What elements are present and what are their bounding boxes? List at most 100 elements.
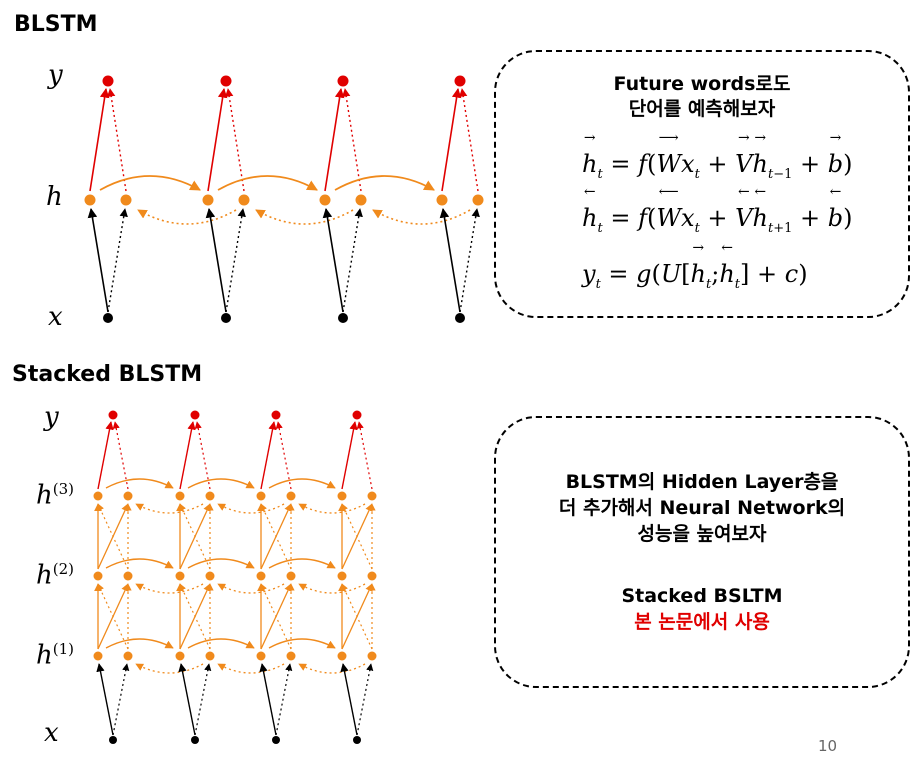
forward-hidden-node [337, 651, 347, 661]
output-node [454, 75, 466, 87]
stacked-label-h2: h(2) [36, 560, 74, 591]
backward-hidden-node [205, 651, 215, 661]
layer-arrow [341, 583, 373, 650]
forward-hidden-node [93, 651, 103, 661]
output-arrow-forward [97, 421, 114, 490]
backward-recurrent-arrow [298, 503, 366, 514]
forward-recurrent-arrow [187, 558, 255, 569]
backward-recurrent-arrow [217, 503, 285, 514]
backward-recurrent-arrow [137, 209, 237, 225]
input-node [455, 313, 465, 323]
input-arrow-backward [459, 208, 480, 313]
output-node [352, 410, 362, 420]
stacked-blstm-diagram [93, 410, 377, 744]
forward-hidden-node [175, 651, 185, 661]
input-arrow-forward [259, 663, 277, 736]
output-arrow-backward [194, 421, 211, 490]
forward-recurrent-arrow [217, 175, 318, 191]
stacked-label-y: y [44, 402, 59, 432]
box2-line4: Stacked BSLTM [621, 585, 783, 607]
output-arrow-backward [275, 421, 292, 490]
forward-recurrent-arrow [268, 478, 336, 489]
backward-hidden-node [123, 651, 133, 661]
backward-hidden-node [355, 194, 367, 206]
box1-line2: 단어를 예측해보자 [628, 98, 776, 120]
input-node [338, 313, 348, 323]
layer-arrow [341, 503, 373, 570]
output-node [108, 410, 118, 420]
stacked-label-h1: h(1) [36, 640, 74, 671]
output-arrow-forward [441, 88, 462, 192]
backward-hidden-node [120, 194, 132, 206]
backward-hidden-node [367, 651, 377, 661]
layer-arrow [179, 583, 211, 650]
page-number: 10 [818, 737, 838, 755]
output-node [102, 75, 114, 87]
output-arrow-forward [179, 421, 196, 490]
stacked-explanation-box: BLSTM의 Hidden Layer층을 더 추가해서 Neural Netw… [494, 416, 910, 688]
input-node [221, 313, 231, 323]
forward-recurrent-arrow [268, 558, 336, 569]
stacked-label-h3: h(3) [36, 480, 74, 511]
backward-recurrent-arrow [217, 583, 285, 594]
backward-recurrent-arrow [298, 583, 366, 594]
input-arrow-backward [342, 208, 363, 313]
forward-hidden-node [337, 491, 347, 501]
backward-recurrent-arrow [372, 209, 471, 225]
output-arrow-forward [324, 88, 345, 192]
forward-hidden-node [93, 571, 103, 581]
forward-recurrent-arrow [99, 175, 201, 191]
input-node [353, 736, 361, 744]
layer-arrow [97, 583, 129, 650]
box2-line5-highlight: 본 논문에서 사용 [634, 611, 770, 633]
forward-hidden-node [202, 194, 214, 206]
backward-hidden-node [367, 571, 377, 581]
box1-line1: Future words로도 [613, 73, 791, 95]
input-arrow-backward [356, 663, 374, 736]
input-arrow-forward [96, 663, 114, 736]
forward-hidden-node [256, 571, 266, 581]
backward-hidden-node [286, 651, 296, 661]
input-arrow-forward [340, 663, 358, 736]
input-arrow-backward [112, 663, 130, 736]
backward-recurrent-arrow [135, 583, 204, 594]
layer-arrow [260, 583, 292, 650]
output-arrow-backward [356, 421, 373, 490]
box2-line1: BLSTM의 Hidden Layer층을 [565, 471, 839, 493]
output-arrow-forward [207, 88, 228, 192]
backward-hidden-node [205, 571, 215, 581]
forward-hidden-node [175, 491, 185, 501]
section-title-blstm: BLSTM [14, 12, 98, 37]
backward-hidden-node [367, 491, 377, 501]
backward-hidden-node [286, 571, 296, 581]
output-arrow-backward [342, 88, 362, 192]
forward-recurrent-arrow [105, 478, 174, 489]
input-arrow-backward [194, 663, 212, 736]
input-node [272, 736, 280, 744]
forward-recurrent-arrow [187, 478, 255, 489]
stacked-label-x: x [44, 718, 59, 748]
output-arrow-backward [107, 88, 127, 192]
output-arrow-forward [89, 88, 110, 192]
forward-recurrent-arrow [268, 638, 336, 649]
layer-arrow [179, 503, 211, 570]
blstm-label-h: h [46, 182, 63, 212]
output-node [190, 410, 200, 420]
input-node [109, 736, 117, 744]
forward-recurrent-arrow [105, 558, 174, 569]
output-node [271, 410, 281, 420]
section-title-stacked-blstm: Stacked BLSTM [12, 362, 203, 387]
input-arrow-forward [178, 663, 196, 736]
output-arrow-backward [225, 88, 245, 192]
forward-hidden-node [436, 194, 448, 206]
forward-hidden-node [84, 194, 96, 206]
input-arrow-forward [439, 208, 461, 313]
output-arrow-backward [459, 88, 479, 192]
backward-hidden-node [205, 491, 215, 501]
forward-hidden-equation: ht = f(Wxt + Vht−1 + b) [582, 130, 853, 182]
backward-hidden-equation: ht = f(Wxt + Vht+1 + b) [582, 184, 853, 236]
blstm-label-x: x [48, 302, 63, 332]
backward-hidden-node [123, 571, 133, 581]
output-node [220, 75, 232, 87]
